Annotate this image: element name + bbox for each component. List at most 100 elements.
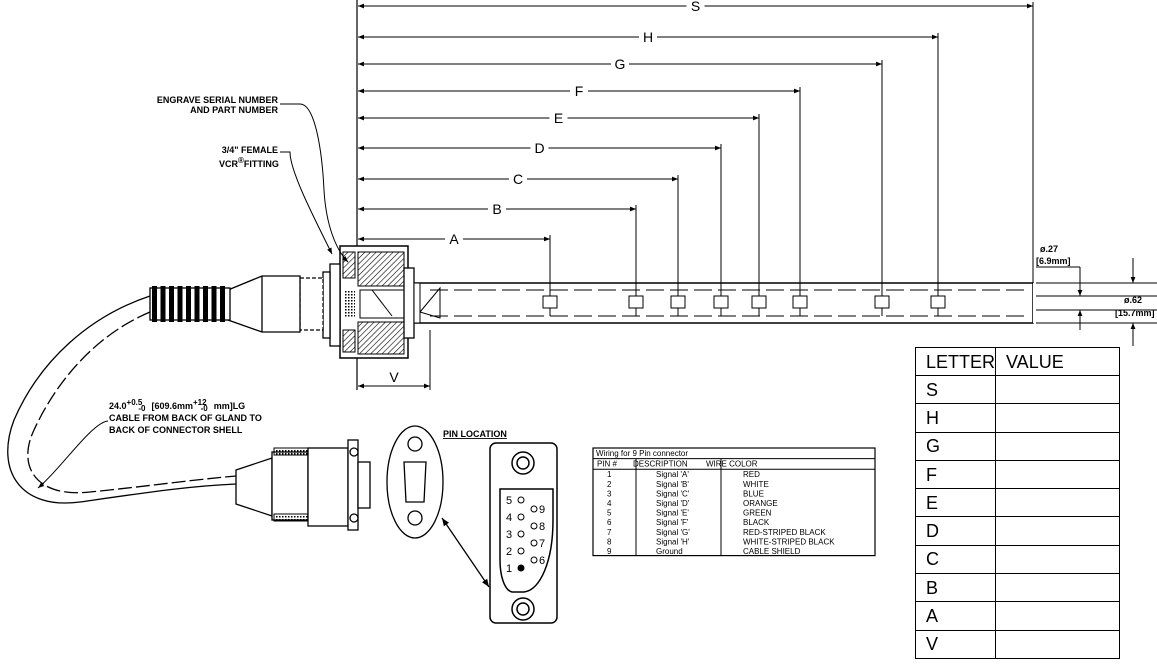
wiring-cell: BLACK — [743, 518, 770, 527]
pin-hole — [517, 547, 525, 555]
dim-h: H — [358, 29, 939, 316]
value-cell[interactable] — [995, 403, 1121, 433]
pin-location-label: PIN LOCATION — [443, 429, 507, 439]
pin-label: 9 — [539, 504, 545, 516]
wiring-header: PIN # — [597, 460, 618, 469]
boot-rib — [160, 286, 166, 322]
dim-d-label: D — [534, 140, 544, 156]
sensor-g — [874, 295, 890, 309]
wiring-cell: 3 — [607, 489, 612, 498]
dim-s-label: S — [691, 0, 700, 14]
sensor-a — [542, 295, 558, 309]
value-cell[interactable] — [995, 459, 1121, 490]
value-row: V — [914, 629, 1121, 659]
sensor-b — [628, 295, 644, 309]
pin-hole — [517, 496, 525, 504]
boot-rib — [177, 286, 183, 322]
boot-rib — [220, 286, 225, 322]
dia-small-mm-label: [6.9mm] — [1036, 256, 1071, 266]
boot-rib — [186, 286, 191, 322]
value-table-header: LETTER VALUE — [914, 347, 1121, 376]
vcr-fitting — [299, 245, 421, 359]
dim-c-label: C — [513, 171, 523, 187]
value-row: F — [914, 459, 1121, 490]
dim-c: C — [358, 171, 679, 316]
letter-cell: E — [914, 488, 997, 518]
value-cell[interactable] — [995, 374, 1121, 405]
cable-note-line3: BACK OF CONNECTOR SHELL — [109, 425, 243, 435]
wiring-cell: 9 — [607, 547, 612, 556]
sensor-h — [930, 295, 946, 309]
value-row: S — [914, 374, 1121, 405]
pin-hole — [530, 505, 538, 513]
engrave-note-line2: AND PART NUMBER — [190, 105, 278, 115]
dim-g-label: G — [615, 56, 626, 72]
dim-f: F — [358, 83, 801, 316]
wiring-cell: ORANGE — [743, 499, 778, 508]
boot-rib — [203, 286, 208, 322]
pin-label: 2 — [506, 546, 512, 558]
pin-hole — [530, 556, 538, 564]
value-cell[interactable] — [995, 488, 1121, 518]
wiring-cell: Signal 'A' — [656, 470, 689, 479]
wiring-cell: 2 — [607, 480, 612, 489]
value-cell[interactable] — [995, 431, 1121, 461]
dia-large-label: ø.62 — [1124, 295, 1142, 305]
cable-note-line2: CABLE FROM BACK OF GLAND TO — [109, 413, 262, 423]
letter-cell: S — [914, 374, 997, 405]
dim-s: S — [358, 0, 1034, 316]
value-cell[interactable] — [995, 516, 1121, 546]
letter-cell: G — [914, 431, 997, 461]
value-cell[interactable] — [995, 573, 1121, 603]
pin-hole — [530, 539, 538, 547]
dim-a-label: A — [449, 231, 459, 247]
wiring-cell: 4 — [607, 499, 612, 508]
wiring-title: Wiring for 9 Pin connector — [596, 449, 688, 458]
value-cell[interactable] — [995, 601, 1121, 631]
value-row: B — [914, 573, 1121, 603]
wiring-cell: 1 — [607, 470, 612, 479]
letter-header: LETTER — [914, 347, 997, 376]
sensor-d — [713, 295, 729, 309]
fitting-note-line2: VCR®FITTING — [219, 156, 279, 169]
pin-hole — [530, 522, 538, 530]
sensor-f — [792, 295, 808, 309]
wiring-cell: Signal 'B' — [656, 480, 689, 489]
pin-label: 4 — [506, 512, 512, 524]
value-cell[interactable] — [995, 629, 1121, 659]
dim-v-label: V — [389, 369, 399, 385]
letter-cell: D — [914, 516, 997, 546]
wiring-cell: Signal 'H' — [656, 537, 690, 546]
value-cell[interactable] — [995, 544, 1121, 575]
wiring-cell: GREEN — [743, 509, 772, 518]
wiring-cell: Signal 'C' — [656, 489, 690, 498]
wiring-header: WIRE COLOR — [706, 460, 758, 469]
letter-cell: V — [914, 629, 997, 659]
pin-label: 6 — [539, 555, 545, 567]
wiring-header: DESCRIPTION — [633, 460, 688, 469]
boot-rib — [152, 286, 157, 322]
dim-f-label: F — [575, 83, 584, 99]
dim-d: D — [358, 140, 722, 316]
leader-lines — [37, 103, 349, 489]
pin-hole — [517, 530, 525, 538]
value-row: E — [914, 488, 1121, 518]
dim-b-label: B — [492, 201, 501, 217]
letter-cell: C — [914, 544, 997, 575]
wiring-cell: Signal 'E' — [656, 509, 689, 518]
value-row: A — [914, 601, 1121, 631]
wiring-cell: WHITE-STRIPED BLACK — [743, 537, 835, 546]
boot-rib — [169, 286, 174, 322]
letter-cell: B — [914, 573, 997, 603]
dim-g: G — [358, 56, 883, 316]
wiring-cell: WHITE — [743, 480, 769, 489]
pin-location-small — [386, 425, 490, 588]
